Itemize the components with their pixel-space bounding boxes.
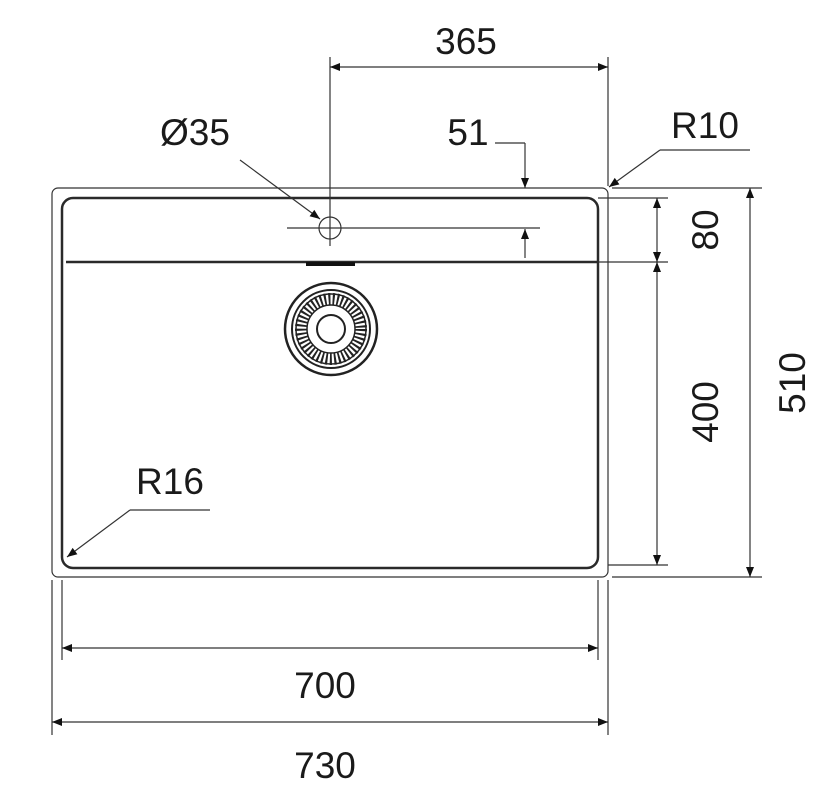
svg-text:Ø35: Ø35	[160, 112, 230, 153]
dimension-700: 700	[61, 580, 599, 706]
sink-bowl-outline	[60, 196, 600, 570]
svg-text:365: 365	[435, 21, 497, 62]
svg-text:80: 80	[685, 209, 726, 250]
dimension-r16: R16	[66, 461, 210, 558]
svg-text:510: 510	[772, 352, 813, 414]
dimension-tap-diameter: Ø35	[160, 112, 321, 220]
tap-hole-icon	[287, 57, 540, 246]
dimension-r10: R10	[608, 105, 750, 188]
svg-text:400: 400	[685, 381, 726, 443]
svg-text:51: 51	[447, 112, 488, 153]
svg-text:700: 700	[294, 665, 356, 706]
dimension-510: 510	[612, 187, 813, 578]
dimension-400: 400	[608, 262, 726, 566]
svg-text:R10: R10	[671, 105, 739, 146]
dimension-80: 80	[598, 197, 726, 263]
svg-text:R16: R16	[136, 461, 204, 502]
drain-strainer-icon	[283, 281, 379, 377]
svg-text:730: 730	[294, 745, 356, 786]
dimension-365: 365	[330, 21, 609, 186]
dimension-730: 730	[51, 580, 609, 786]
dimension-51: 51	[447, 112, 529, 258]
